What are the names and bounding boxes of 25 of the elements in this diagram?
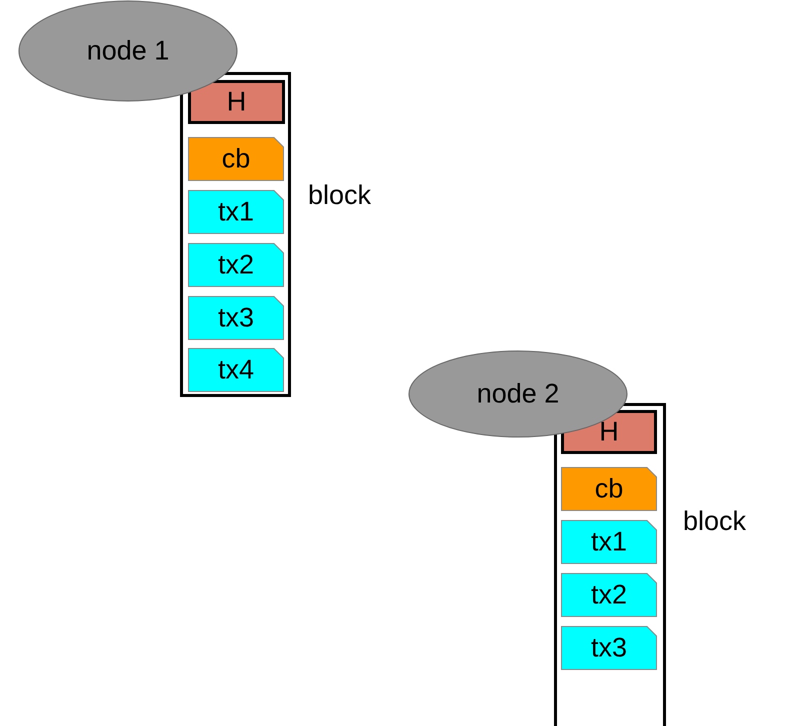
transaction-label: tx1 (590, 528, 628, 556)
transaction-tag (188, 296, 284, 340)
block-label: block (308, 180, 372, 211)
transaction-label: tx3 (590, 634, 628, 662)
coinbase-tag (561, 467, 657, 511)
transaction-tag (188, 348, 284, 392)
transaction-tag (561, 520, 657, 564)
transaction-label: tx1 (216, 198, 256, 226)
node-label: node 2 (476, 380, 560, 408)
transaction-label: tx4 (216, 356, 256, 384)
coinbase-label: cb (220, 146, 252, 172)
node-label: node 1 (86, 38, 170, 64)
transaction-label: tx2 (590, 582, 628, 608)
block-label: block (683, 506, 746, 537)
transaction-tag (561, 573, 657, 617)
header-label: H (598, 418, 620, 446)
transaction-tag (561, 626, 657, 670)
coinbase-label: cb (594, 476, 624, 502)
transaction-label: tx3 (216, 304, 256, 332)
coinbase-tag (188, 137, 284, 181)
header-label: H (226, 88, 248, 116)
transaction-tag (188, 190, 284, 234)
transaction-tag (188, 243, 284, 287)
header-box (188, 80, 285, 124)
transaction-label: tx2 (216, 252, 256, 278)
